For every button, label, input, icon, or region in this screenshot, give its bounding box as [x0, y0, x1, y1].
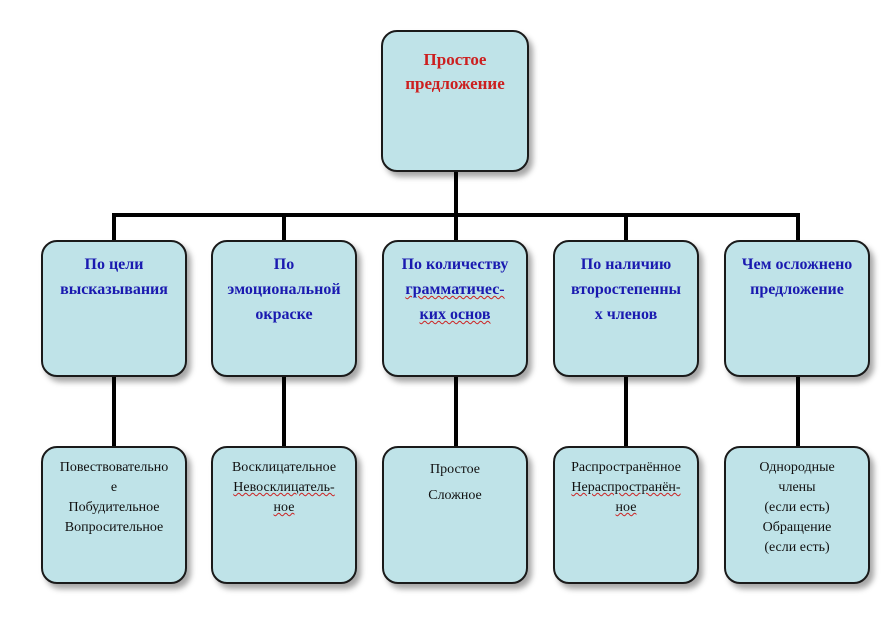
connector-to-goal	[112, 213, 116, 243]
category-secondary-line-3: х членов	[594, 306, 658, 323]
values-emotion-text: Восклицательное Невосклицатель- ное	[230, 458, 338, 518]
category-node-emotion: По эмоциональной окраске	[211, 240, 357, 377]
value-goal-1: Повествовательно	[59, 460, 169, 475]
category-node-goal: По цели высказывания	[41, 240, 187, 377]
value-goal-2: е	[110, 480, 118, 495]
value-emotion-1: Восклицательное	[231, 460, 337, 475]
category-node-complication: Чем осложнено предложение	[724, 240, 870, 377]
category-emotion-line-1: По	[273, 256, 295, 273]
values-complication-text: Однородные члены (если есть) Обращение (…	[757, 458, 836, 558]
values-grammar-text: Простое Сложное	[426, 460, 484, 506]
values-node-grammar: Простое Сложное	[382, 446, 528, 584]
value-secondary-3: ное	[615, 500, 637, 515]
category-secondary-line-2: второстепенны	[570, 281, 682, 298]
connector-goal-values	[112, 375, 116, 448]
value-complication-1: Однородные	[759, 460, 835, 475]
category-emotion-line-2: эмоциональной	[227, 281, 341, 298]
root-line-2: предложение	[405, 74, 505, 93]
value-complication-4: Обращение	[762, 520, 832, 535]
values-node-secondary: Распространённое Нераспространён- ное	[553, 446, 699, 584]
category-emotion-line-3: окраске	[255, 306, 313, 323]
category-secondary-line-1: По наличию	[580, 256, 672, 273]
category-title-complication: Чем осложнено предложение	[740, 252, 855, 302]
category-grammar-line-1: По количеству	[401, 256, 509, 273]
values-node-emotion: Восклицательное Невосклицатель- ное	[211, 446, 357, 584]
value-complication-5: (если есть)	[764, 540, 830, 555]
value-goal-4: Вопросительное	[64, 520, 164, 535]
value-grammar-2: Сложное	[428, 488, 482, 503]
connector-root-down	[454, 170, 458, 216]
values-node-goal: Повествовательно е Побудительное Вопроси…	[41, 446, 187, 584]
value-grammar-1: Простое	[430, 462, 480, 477]
connector-secondary-values	[624, 375, 628, 448]
connector-to-complication	[796, 213, 800, 243]
values-node-complication: Однородные члены (если есть) Обращение (…	[724, 446, 870, 584]
root-node: Простое предложение	[381, 30, 529, 172]
connector-to-grammar	[454, 213, 458, 243]
root-line-1: Простое	[423, 50, 487, 69]
connector-complication-values	[796, 375, 800, 448]
value-secondary-2: Нераспространён-	[571, 480, 681, 495]
value-secondary-1: Распространённое	[571, 460, 681, 475]
connector-to-secondary	[624, 213, 628, 243]
value-complication-3: (если есть)	[764, 500, 830, 515]
value-goal-3: Побудительное	[68, 500, 160, 515]
value-emotion-2: Невосклицатель-	[233, 480, 335, 495]
category-goal-line-2: высказывания	[60, 281, 168, 298]
category-title-emotion: По эмоциональной окраске	[225, 252, 342, 327]
value-emotion-3: ное	[273, 500, 295, 515]
category-complication-line-1: Чем осложнено	[741, 256, 853, 273]
values-secondary-text: Распространённое Нераспространён- ное	[569, 458, 683, 518]
category-goal-line-1: По цели	[84, 256, 144, 273]
category-node-secondary: По наличию второстепенны х членов	[553, 240, 699, 377]
value-complication-2: члены	[778, 480, 816, 495]
connector-emotion-values	[282, 375, 286, 448]
values-goal-text: Повествовательно е Побудительное Вопроси…	[58, 458, 171, 538]
category-grammar-line-2: грамматичес-	[405, 281, 505, 298]
category-title-goal: По цели высказывания	[58, 252, 170, 302]
connector-to-emotion	[282, 213, 286, 243]
category-title-grammar: По количеству грамматичес- ких основ	[400, 252, 511, 327]
category-title-secondary: По наличию второстепенны х членов	[569, 252, 683, 327]
root-node-title: Простое предложение	[405, 48, 505, 96]
category-node-grammar: По количеству грамматичес- ких основ	[382, 240, 528, 377]
connector-grammar-values	[454, 375, 458, 448]
category-complication-line-2: предложение	[750, 281, 844, 298]
category-grammar-line-3: ких основ	[419, 306, 491, 323]
